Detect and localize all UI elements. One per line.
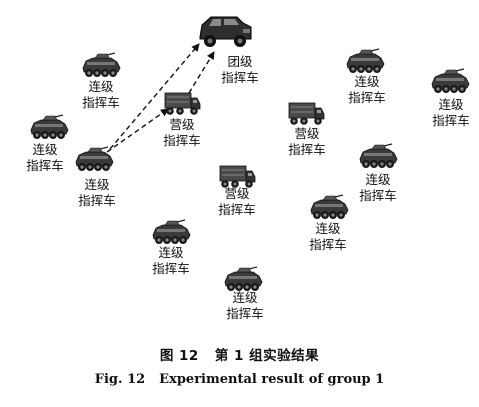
vehicle-label-line-1: 营级 [169,117,195,132]
links-layer [106,43,215,153]
caption-english: Fig. 12 Experimental result of group 1 [0,372,479,387]
vehicles-layer: 团级指挥车营级指挥车营级指挥车营级指挥车连级指挥车连级指挥车连级指挥车连级指挥车… [26,16,470,321]
vehicle-label-line-1: 团级 [227,54,253,69]
vehicle-label-line-2: 指挥车 [26,158,64,173]
armored-carrier-icon [310,194,349,219]
vehicle-label-line-1: 连级 [88,79,114,94]
vehicle-label-line-1: 连级 [84,177,110,192]
vehicle-label-line-1: 连级 [32,142,58,157]
vehicle-label-line-1: 连级 [158,245,184,260]
vehicle-label-line-2: 指挥车 [152,261,190,276]
armored-carrier-icon [224,266,263,291]
armored-carrier-icon [30,114,69,139]
armored-carrier-icon [431,68,470,93]
vehicle-label-line-2: 指挥车 [221,70,259,85]
command-truck-large-icon [199,16,252,47]
vehicle-label-line-1: 连级 [365,172,391,187]
vehicle-label-line-1: 连级 [315,221,341,236]
vehicle-label-line-2: 指挥车 [432,113,470,128]
armored-carrier-icon [359,143,398,168]
vehicle-label-line-1: 连级 [438,97,464,112]
vehicle-label-line-2: 指挥车 [163,133,201,148]
command-truck-icon [219,165,256,188]
vehicle-label-line-2: 指挥车 [309,237,347,252]
vehicle-label-line-2: 指挥车 [359,188,397,203]
armored-carrier-icon [75,146,114,171]
vehicle-label-line-2: 指挥车 [78,193,116,208]
vehicle-label-line-2: 指挥车 [348,90,386,105]
caption-en-number: Fig. 12 [94,372,146,387]
link-arrow-bn-1-to-regiment [188,51,215,94]
vehicle-label-line-2: 指挥车 [288,142,326,157]
vehicle-label-line-2: 指挥车 [82,95,120,110]
caption-cn-number: 图 12 [159,348,199,364]
caption-chinese: 图 12 第 1 组实验结果 [0,344,479,364]
vehicle-label-line-1: 营级 [294,126,320,141]
vehicle-label-line-1: 营级 [224,186,250,201]
armored-carrier-icon [346,48,385,73]
caption-en-title: Experimental result of group 1 [159,372,385,387]
vehicle-label-line-1: 连级 [232,290,258,305]
vehicle-label-line-1: 连级 [354,74,380,89]
caption-cn-title: 第 1 组实验结果 [214,348,320,364]
command-truck-icon [288,102,325,125]
link-arrow-co-3-to-regiment [109,43,200,150]
vehicle-label-line-2: 指挥车 [218,202,256,217]
armored-carrier-icon [82,52,121,77]
link-arrow-co-3-to-bn-1 [106,108,169,153]
command-truck-icon [164,92,201,115]
armored-carrier-icon [152,219,191,244]
vehicle-label-line-2: 指挥车 [226,306,264,321]
